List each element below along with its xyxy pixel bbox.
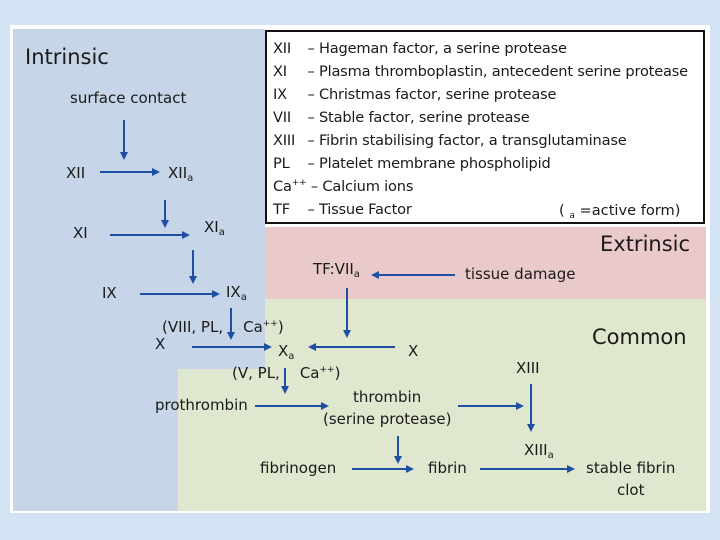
factor-sub: a [240, 292, 247, 303]
legend-abbr-sup: ++ [291, 178, 307, 188]
active-note-text: =active form) [579, 202, 681, 219]
factor-sub: a [353, 269, 360, 280]
extrinsic-region [265, 227, 706, 299]
legend-desc: – Christmas factor, serine protease [307, 86, 557, 103]
thrombin-label: thrombin [353, 388, 422, 406]
extrinsic-title: Extrinsic [600, 232, 691, 256]
legend-abbr: VII [273, 109, 291, 126]
factor-xia-label: XIa [204, 220, 225, 238]
factor-base: TF:VII [313, 260, 354, 278]
legend-row: XI – Plasma thromboplastin, antecedent s… [273, 63, 688, 80]
stable-fibrin-label: stable fibrin [586, 459, 676, 477]
fibrinogen-label: fibrinogen [260, 459, 337, 477]
legend-desc: – Fibrin stabilising factor, a transglut… [307, 132, 627, 149]
cofactor-viii-label: (VIII, PL, Ca++) [162, 320, 284, 335]
factor-xi-label: XI [73, 224, 88, 242]
legend-abbr: XI [273, 63, 287, 80]
factor-base: XI [204, 218, 219, 236]
prothrombin-label: prothrombin [155, 396, 248, 414]
factor-xa-label: Xa [278, 344, 294, 362]
cofactor-post: ) [334, 364, 341, 382]
legend-row: XII – Hageman factor, a serine protease [273, 40, 567, 57]
factor-ix-label: IX [102, 284, 117, 302]
legend-row: XIII – Fibrin stabilising factor, a tran… [273, 132, 627, 149]
common-title: Common [592, 325, 687, 349]
factor-ixa-label: IXa [226, 285, 247, 303]
factor-base: X [278, 342, 289, 360]
cofactor-sup: ++ [319, 365, 335, 375]
legend-box: XII – Hageman factor, a serine protease … [265, 30, 705, 224]
cofactor-ca: Ca [243, 318, 263, 336]
factor-xiia-label: XIIa [168, 166, 193, 184]
factor-sub: a [288, 351, 295, 362]
legend-row: IX – Christmas factor, serine protease [273, 86, 556, 103]
intrinsic-title: Intrinsic [25, 45, 109, 69]
factor-base: XII [168, 164, 188, 182]
surface-contact-label: surface contact [70, 89, 187, 107]
factor-x-left-label: X [155, 335, 166, 353]
factor-xiiia-label: XIIIa [524, 443, 554, 461]
cofactor-post: ) [277, 318, 284, 336]
legend-abbr-base: Ca [273, 178, 292, 195]
legend-row: PL – Platelet membrane phospholipid [273, 155, 551, 172]
cofactor-ca: Ca [299, 364, 320, 382]
factor-base: IX [226, 283, 241, 301]
cofactor-pre: (VIII, PL, [162, 318, 224, 336]
legend-desc: – Platelet membrane phospholipid [307, 155, 551, 172]
fibrin-label: fibrin [428, 459, 467, 477]
cofactor-sup: ++ [262, 319, 278, 329]
legend-abbr: Ca++ [273, 178, 307, 195]
clot-label: clot [617, 481, 645, 499]
legend-desc: – Tissue Factor [307, 201, 412, 218]
legend-abbr: IX [273, 86, 287, 103]
tf-viia-label: TF:VIIa [313, 262, 360, 280]
legend-abbr: PL [273, 155, 290, 172]
tissue-damage-label: tissue damage [465, 265, 576, 283]
active-note-sub: a [569, 211, 575, 221]
legend-row: VII – Stable factor, serine protease [273, 109, 530, 126]
legend-desc: – Calcium ions [310, 178, 414, 195]
legend-abbr: TF [273, 201, 290, 218]
legend-abbr: XII [273, 40, 292, 57]
factor-sub: a [187, 173, 194, 184]
legend-desc: – Plasma thromboplastin, antecedent seri… [307, 63, 688, 80]
factor-sub: a [547, 450, 554, 461]
legend-row: Ca++ – Calcium ions [273, 178, 413, 195]
factor-x-right-label: X [408, 342, 419, 360]
serine-protease-label: (serine protease) [323, 410, 452, 428]
factor-xii-label: XII [66, 164, 86, 182]
legend-desc: – Hageman factor, a serine protease [307, 40, 567, 57]
legend-row: TF – Tissue Factor [273, 201, 412, 218]
active-note-open: ( [559, 202, 565, 219]
legend-abbr: XIII [273, 132, 296, 149]
cofactor-v-label: (V, PL, Ca++) [232, 366, 340, 381]
common-region-extension [178, 369, 268, 511]
active-form-note: ( a =active form) [559, 202, 680, 221]
factor-sub: a [218, 227, 225, 238]
factor-base: XIII [524, 441, 548, 459]
cofactor-pre: (V, PL, [232, 364, 280, 382]
factor-xiii-label: XIII [516, 359, 540, 377]
legend-desc: – Stable factor, serine protease [307, 109, 530, 126]
